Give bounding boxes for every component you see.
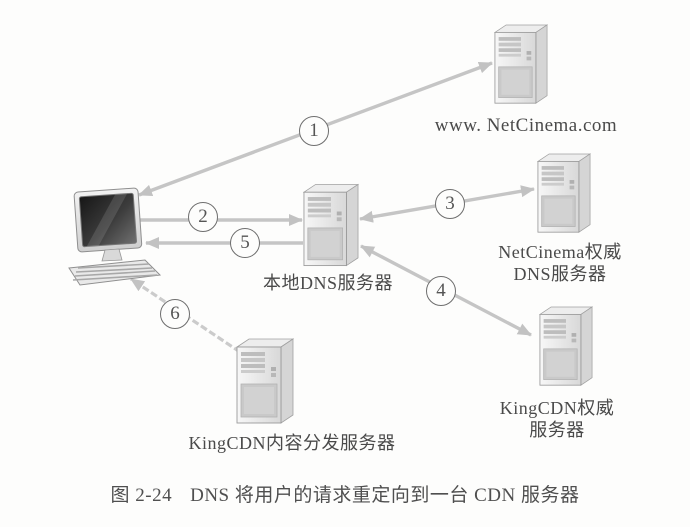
- step-badge-3: 3: [435, 189, 465, 219]
- server-icon-kingcdn-content: [236, 336, 294, 428]
- step-badge-5: 5: [230, 228, 260, 258]
- step-badge-4: 4: [426, 276, 456, 306]
- figure-caption-text: DNS 将用户的请求重定向到一台 CDN 服务器: [190, 485, 580, 506]
- label-kingcdn-content: KingCDN内容分发服务器: [188, 433, 396, 453]
- server-icon-local-dns: [303, 182, 359, 270]
- server-icon-netcinema-dns: [537, 149, 591, 239]
- server-icon-kingcdn-auth: [539, 302, 593, 392]
- figure-caption: 图 2-24 DNS 将用户的请求重定向到一台 CDN 服务器: [0, 480, 690, 507]
- label-netcinema-auth-dns: NetCinema权威 DNS服务器: [498, 242, 622, 284]
- step-badge-2: 2: [188, 202, 218, 232]
- user-computer-icon: [68, 187, 162, 286]
- step-badge-6: 6: [160, 299, 190, 329]
- label-local-dns: 本地DNS服务器: [262, 273, 393, 293]
- label-kingcdn-auth: KingCDN权威 服务器: [499, 398, 615, 440]
- figure-caption-number: 图 2-24: [110, 485, 173, 506]
- step-badge-1: 1: [299, 116, 329, 146]
- server-icon-origin: [494, 20, 548, 110]
- label-origin-server: www. NetCinema.com: [434, 115, 618, 136]
